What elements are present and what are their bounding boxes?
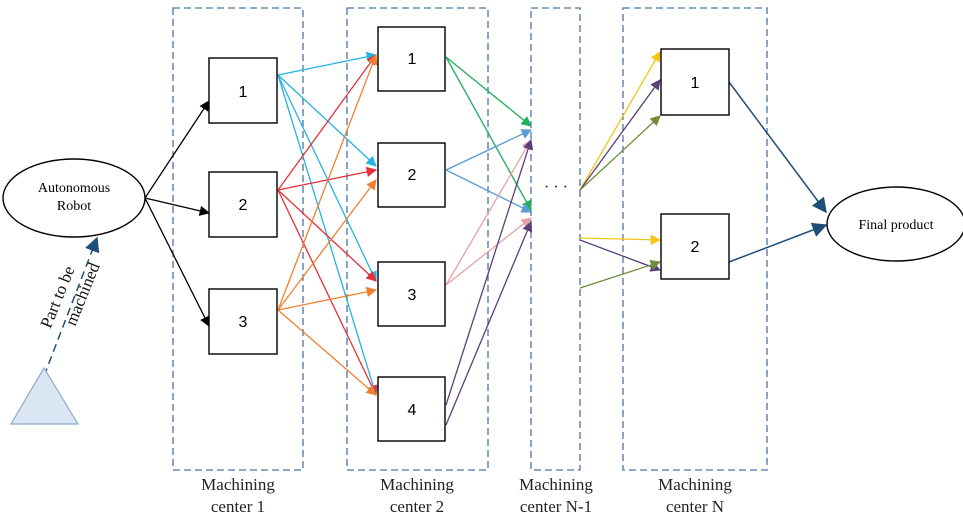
robot-label-line2: Robot [57, 199, 91, 214]
c2-node-4-box [377, 376, 446, 442]
c1-node-1-label: 1 [239, 84, 248, 101]
machining-center-1: Machining center 1 [172, 7, 304, 516]
arrow-c1n3-to-c2n1 [277, 54, 378, 311]
machining-center-n-caption-line1: Machining [658, 475, 732, 494]
c2-node2-arrows [445, 129, 532, 213]
cn-node-1[interactable]: 1 [660, 48, 730, 116]
arrow-c2n3-to-cn1-bottom [445, 217, 532, 286]
c1-node-1-box [208, 57, 278, 124]
machining-center-n: Machining center N [622, 7, 768, 516]
arrow-robot-to-c1-1 [144, 100, 210, 199]
part-label: Part to be machined [37, 259, 104, 330]
ellipsis: · · · [544, 179, 568, 196]
arrow-c1n3-to-c2n4 [277, 309, 377, 396]
c2-node-2-label: 2 [408, 167, 417, 184]
autonomous-robot[interactable]: Autonomous Robot [2, 158, 146, 238]
arrow-c1n2-to-c2n2 [277, 166, 378, 191]
arrow-c1n1-to-c2n2 [277, 74, 377, 167]
cn-node-2-box [660, 213, 730, 280]
machining-center-1-caption-line1: Machining [201, 475, 275, 494]
arrow-cn1-to-cnn1-olive [579, 115, 661, 191]
c1-node-2-label: 2 [239, 197, 248, 214]
c1-node-2[interactable]: 2 [208, 171, 278, 238]
arrow-robot-to-c1-2 [144, 197, 211, 216]
cn-node-2[interactable]: 2 [660, 213, 730, 280]
c1-node3-arrows [277, 54, 378, 396]
machining-center-2: Machining center 2 [346, 7, 489, 516]
machining-center-n-1: Machining center N-1 · · · [519, 7, 593, 516]
robot-ellipse [2, 158, 146, 238]
c2-node4-arrows [445, 139, 534, 426]
arrow-c1n3-to-c2n2 [277, 179, 377, 311]
arrow-robot-to-c1-3 [144, 197, 210, 327]
cn-node-1-label: 1 [691, 75, 700, 92]
c1-node-1[interactable]: 1 [208, 57, 278, 124]
cn-node-1-box [660, 48, 730, 116]
arrow-c2n4-to-cn1-top [445, 139, 534, 406]
part-triangle [9, 366, 80, 425]
arrow-cn1-to-cnn2-purple [579, 239, 661, 272]
arrow-c1n2-to-c2n3 [277, 189, 377, 282]
robot-label-line1: Autonomous [38, 181, 110, 196]
arrow-cnn2-to-final [728, 222, 828, 263]
arrow-c1n2-to-c2n1 [277, 54, 377, 191]
c1-node-3[interactable]: 3 [208, 288, 278, 355]
c2-node-3-label: 3 [408, 287, 417, 304]
arrow-c1n1-to-c2n1 [277, 51, 378, 76]
c2-node-4-label: 4 [408, 402, 417, 419]
arrow-c2n1-to-cn1-top [445, 56, 532, 127]
robot-arrows [144, 100, 211, 327]
c1-node-2-box [208, 171, 278, 238]
c1-node2-arrows [277, 54, 378, 396]
final-product-ellipse [826, 186, 963, 262]
cn-node-2-label: 2 [691, 239, 700, 256]
c2-node-1-label: 1 [408, 51, 417, 68]
arrow-cn1-to-cnn2-olive [579, 259, 661, 289]
c2-node-2-box [377, 142, 446, 208]
machining-center-2-caption-line2: center 2 [390, 497, 444, 516]
machining-center-2-frame [346, 7, 489, 471]
arrow-c1n2-to-c2n4 [277, 189, 377, 396]
machining-center-n-caption-line2: center N [666, 497, 724, 516]
c1-node-3-box [208, 288, 278, 355]
arrow-c2n3-to-cn1-top [445, 139, 532, 286]
arrow-cn1-to-cnn1-purple [579, 79, 661, 191]
arrow-c2n2-to-cn1-top [445, 129, 532, 171]
machining-center-1-frame [172, 7, 304, 471]
machining-center-n-1-caption-line2: center N-1 [520, 497, 592, 516]
part-arrow [43, 236, 100, 377]
c2-node-4[interactable]: 4 [377, 376, 446, 442]
c1-node1-arrows [277, 51, 379, 396]
machining-center-n-1-caption-line1: Machining [519, 475, 593, 494]
c2-node-3-box [377, 261, 446, 327]
final-arrows [728, 81, 828, 263]
machining-center-n-1-frame [530, 7, 581, 471]
arrow-cn1-to-cnn1-yellow [579, 51, 661, 191]
c1-node-3-label: 3 [239, 314, 248, 331]
c2-node-3[interactable]: 3 [377, 261, 446, 327]
c2-node3-arrows [445, 139, 532, 286]
arrow-cnn1-to-final [728, 81, 827, 214]
arrow-c2n4-to-cn1-bottom [445, 221, 533, 426]
arrow-c2n2-to-cn1-bottom [445, 169, 532, 213]
arrow-cn1-to-cnn2-yellow [579, 234, 662, 245]
cn1-to-cn-arrows [579, 51, 662, 289]
c2-node-1[interactable]: 1 [377, 26, 446, 92]
arrow-c1n3-to-c2n3 [277, 286, 378, 311]
final-product[interactable]: Final product [826, 186, 963, 262]
arrow-c1n1-to-c2n3 [277, 74, 377, 282]
c2-node-1-box [377, 26, 446, 92]
machining-center-2-caption-line1: Machining [380, 475, 454, 494]
machining-center-1-caption-line2: center 1 [211, 497, 265, 516]
final-product-label: Final product [858, 218, 933, 233]
c2-node-2[interactable]: 2 [377, 142, 446, 208]
